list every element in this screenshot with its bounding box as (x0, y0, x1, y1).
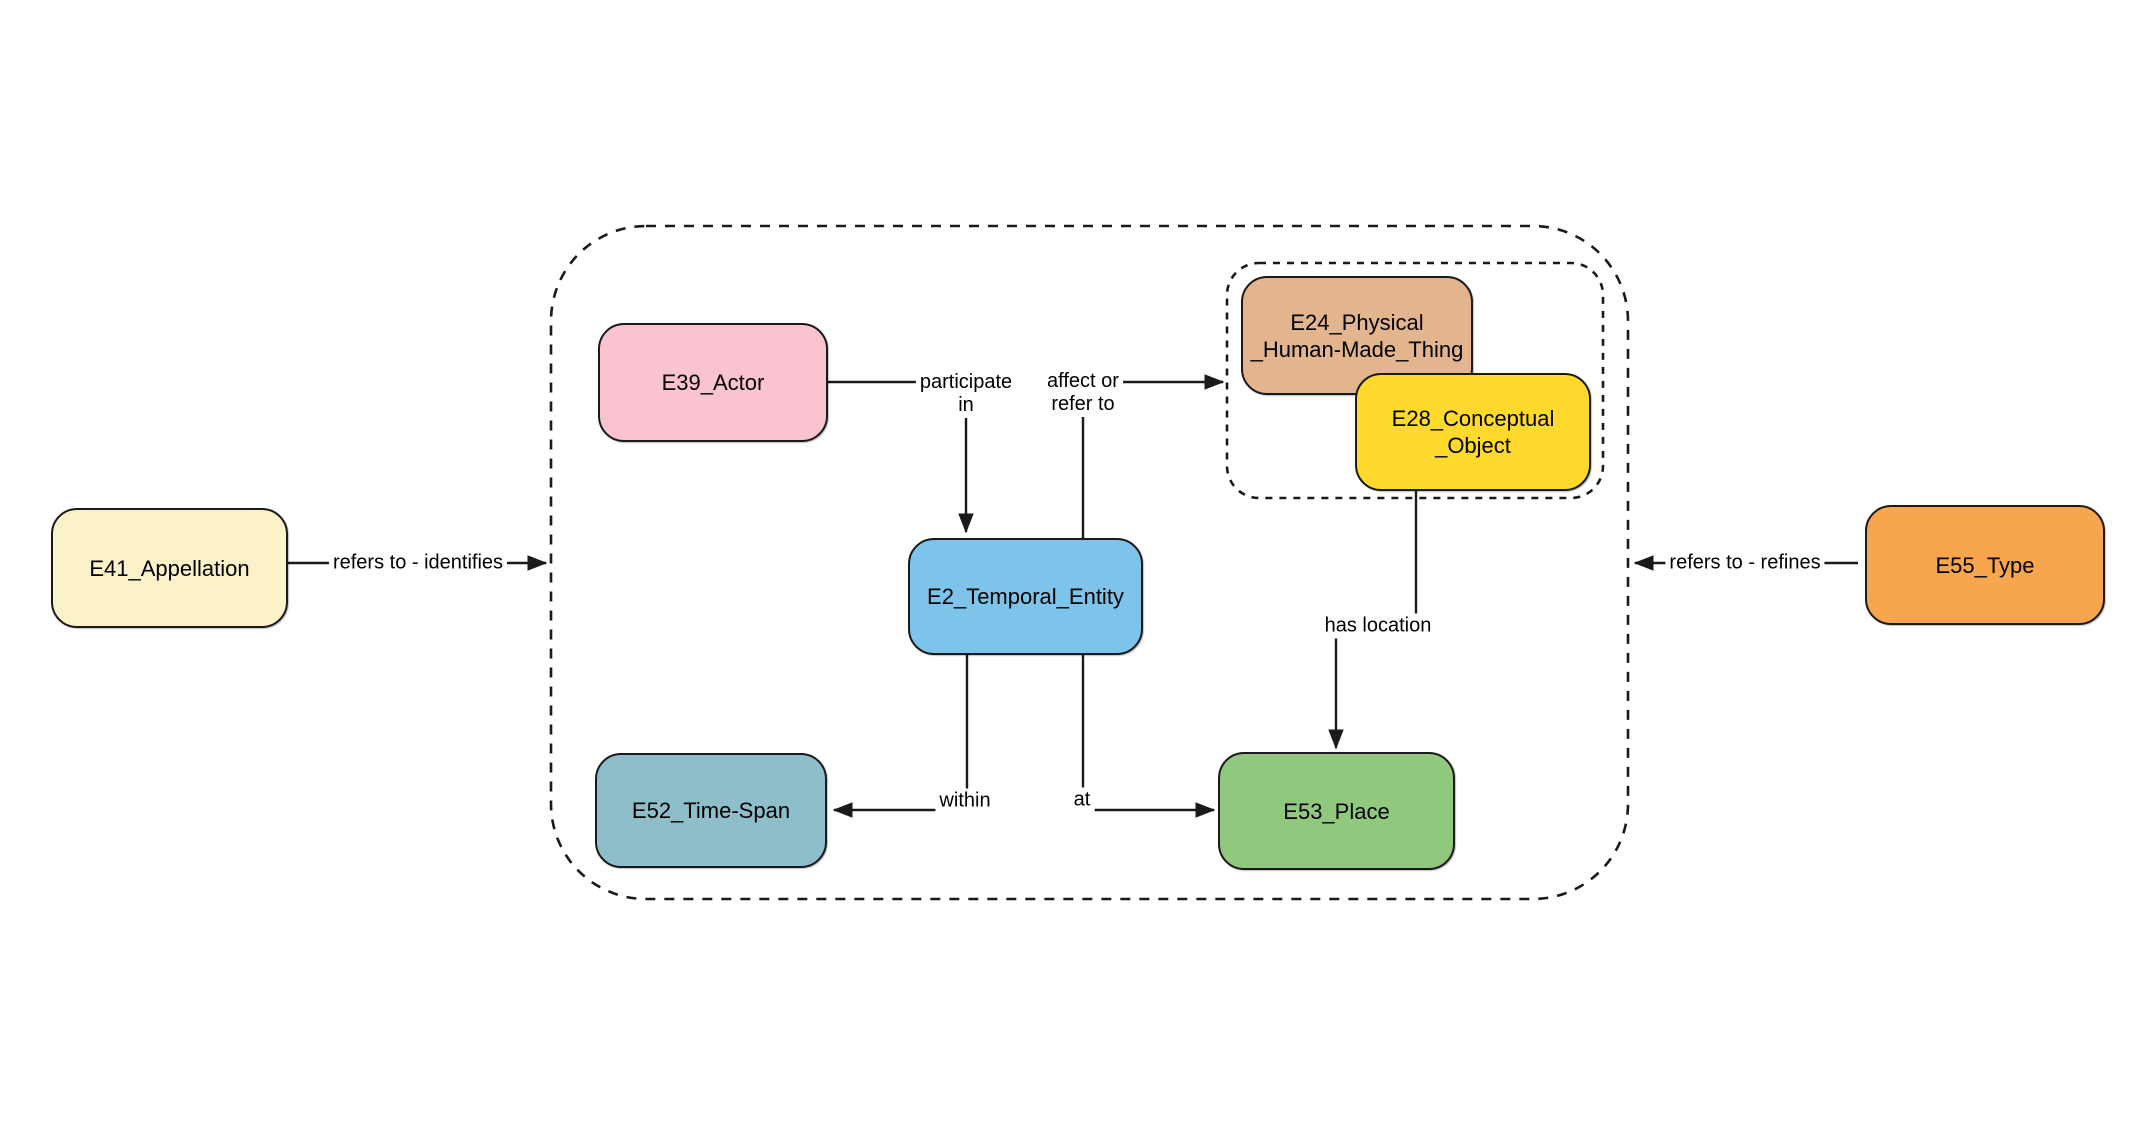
node-label: E28_Conceptual _Object (1391, 406, 1555, 458)
node-e53-place[interactable]: E53_Place (1218, 752, 1455, 870)
edge-label-within[interactable]: within (935, 788, 995, 814)
edge-at-line (1081, 655, 1216, 818)
node-label: E55_Type (1935, 552, 2035, 578)
edge-label-has-location[interactable]: has location (1320, 613, 1436, 639)
node-label: E24_Physical _Human-Made_Thing (1250, 309, 1464, 362)
inner-dashed-group[interactable] (1225, 261, 1605, 500)
node-label: E41_Appellation (89, 555, 250, 581)
node-e55-type[interactable]: E55_Type (1865, 505, 2105, 625)
node-e39-actor[interactable]: E39_Actor (598, 323, 828, 442)
node-e52-time-span[interactable]: E52_Time-Span (595, 753, 827, 868)
node-label: E39_Actor (661, 370, 765, 395)
edge-label-affect-or-refer-to[interactable]: affect or refer to (1043, 369, 1123, 417)
edge-within-line (832, 655, 969, 818)
edge-label-participate-in[interactable]: participate in (915, 370, 1017, 418)
edge-label-refines[interactable]: refers to - refines (1665, 550, 1825, 576)
node-e2-temporal-entity[interactable]: E2_Temporal_Entity (908, 538, 1143, 655)
node-label: E2_Temporal_Entity (927, 584, 1124, 609)
outer-dashed-group[interactable] (549, 224, 1630, 901)
node-e28-conceptual-object[interactable]: E28_Conceptual _Object (1355, 373, 1591, 491)
edge-label-identifies[interactable]: refers to - identifies (328, 550, 508, 576)
node-e41-appellation[interactable]: E41_Appellation (51, 508, 288, 628)
node-label: E52_Time-Span (631, 798, 791, 823)
edge-label-at[interactable]: at (1069, 787, 1095, 813)
node-label: E53_Place (1283, 798, 1390, 824)
